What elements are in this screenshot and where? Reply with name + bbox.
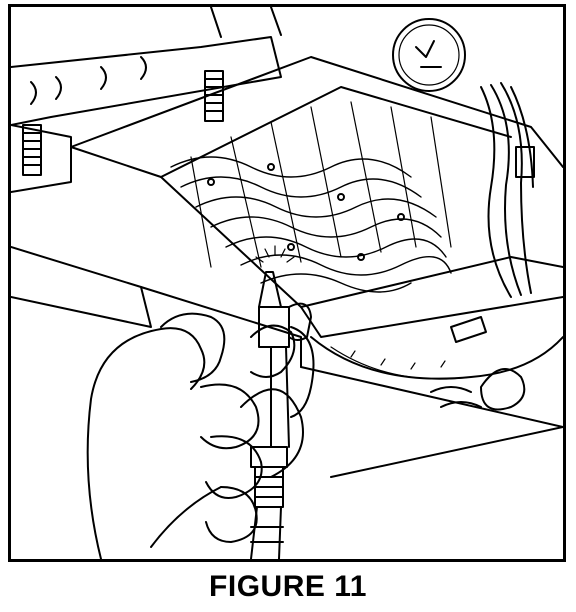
appliance-top-panel <box>11 7 282 193</box>
line-drawing <box>11 7 563 559</box>
threaded-stud-left <box>22 124 42 176</box>
air-spray <box>255 245 295 263</box>
control-board <box>70 56 563 338</box>
wire-harness <box>430 82 535 411</box>
lower-panel <box>11 246 563 478</box>
gauge-dial <box>392 18 466 92</box>
hand <box>86 312 304 559</box>
figure-caption: FIGURE 11 <box>209 570 367 603</box>
figure-illustration <box>8 4 566 562</box>
air-blow-gun <box>250 271 315 559</box>
